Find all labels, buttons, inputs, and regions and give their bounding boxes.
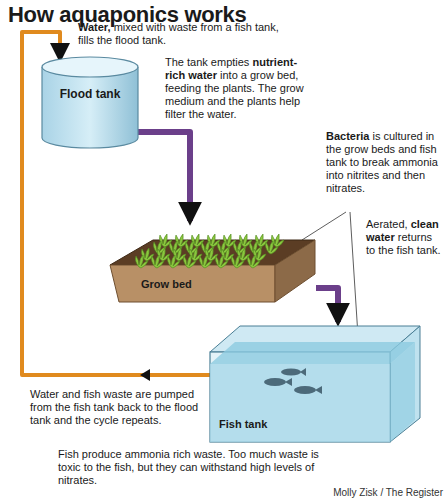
note-text-block: Bacteria is cultured in the grow beds an…: [326, 130, 440, 195]
grow-bed-node: Grow bed: [105, 222, 320, 315]
note-text-block: Aerated, clean water returns to the fish…: [366, 218, 442, 257]
note-text-block: The tank empties nutrient-rich water int…: [165, 56, 315, 121]
leader-line: [302, 212, 346, 240]
water-pipe: [138, 132, 190, 221]
note-text-block: Water and fish waste are pumped from the…: [30, 388, 202, 427]
fish-tank-node: Fish tank: [205, 320, 425, 445]
note-text-block: Fish produce ammonia rich waste. Too muc…: [58, 448, 338, 487]
note-text: Fish produce ammonia rich waste. Too muc…: [58, 448, 319, 486]
flow-arrow: [140, 369, 150, 381]
credit-text-block: Molly Zisk / The Register: [318, 486, 443, 499]
node-label: Fish tank: [219, 418, 267, 430]
shape-outline: [105, 222, 320, 315]
tank-node: Flood tank: [40, 55, 140, 150]
node-label: Flood tank: [60, 87, 121, 101]
note-text: Water,: [78, 21, 111, 33]
note-text: Aerated,: [366, 218, 408, 230]
note-text: Water and fish waste are pumped from the…: [30, 388, 198, 426]
shape-outline: [40, 55, 140, 150]
note-text: The tank empties: [165, 56, 249, 68]
note-text: Bacteria: [326, 130, 369, 142]
credit-text: Molly Zisk / The Register: [333, 487, 443, 498]
water-pipe: [316, 288, 338, 322]
leader-line: [350, 212, 358, 336]
node-label: Grow bed: [141, 278, 192, 290]
note-text-block: Water, mixed with waste from a fish tank…: [78, 21, 293, 47]
